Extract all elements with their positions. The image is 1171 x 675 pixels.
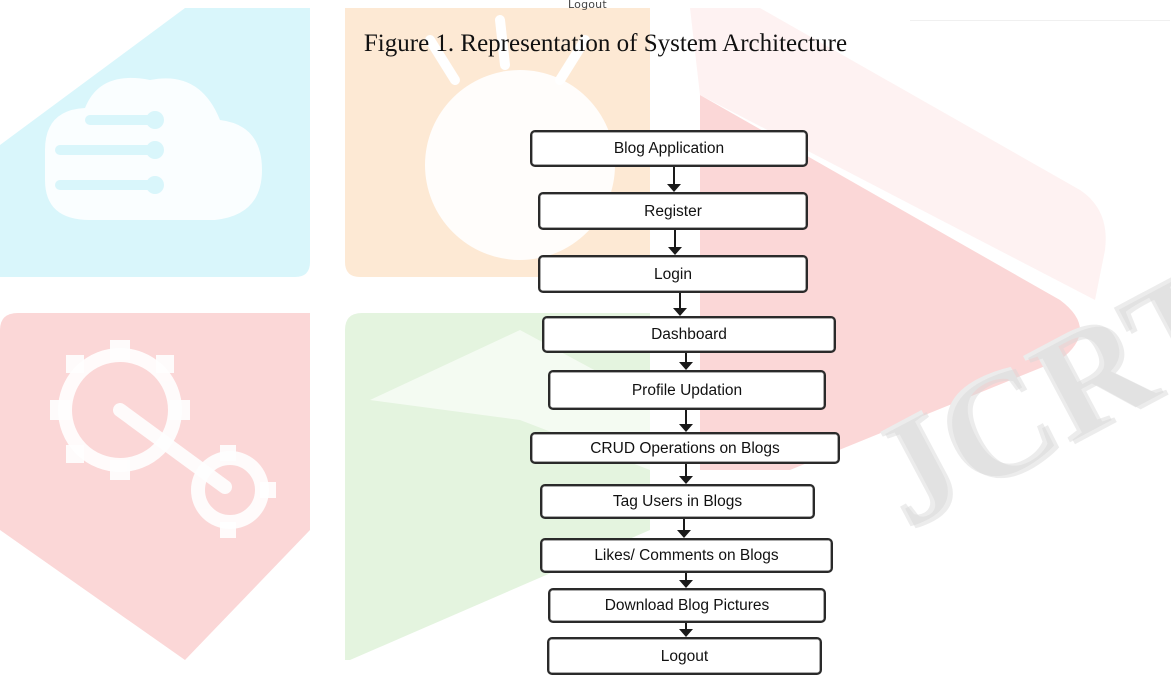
node-dashboard: Dashboard bbox=[542, 316, 836, 353]
faint-divider bbox=[910, 20, 1170, 22]
node-profile-updation: Profile Updation bbox=[548, 370, 826, 410]
node-tag-users: Tag Users in Blogs bbox=[540, 484, 815, 519]
node-likes-comments: Likes/ Comments on Blogs bbox=[540, 538, 833, 573]
node-download-pictures: Download Blog Pictures bbox=[548, 588, 826, 623]
top-logout-label: Logout bbox=[568, 0, 607, 11]
node-logout: Logout bbox=[547, 637, 822, 675]
node-register: Register bbox=[538, 192, 808, 230]
node-crud-operations: CRUD Operations on Blogs bbox=[530, 432, 840, 464]
node-login: Login bbox=[538, 255, 808, 293]
figure-caption: Figure 1. Representation of System Archi… bbox=[363, 30, 848, 57]
node-blog-application: Blog Application bbox=[530, 130, 808, 167]
